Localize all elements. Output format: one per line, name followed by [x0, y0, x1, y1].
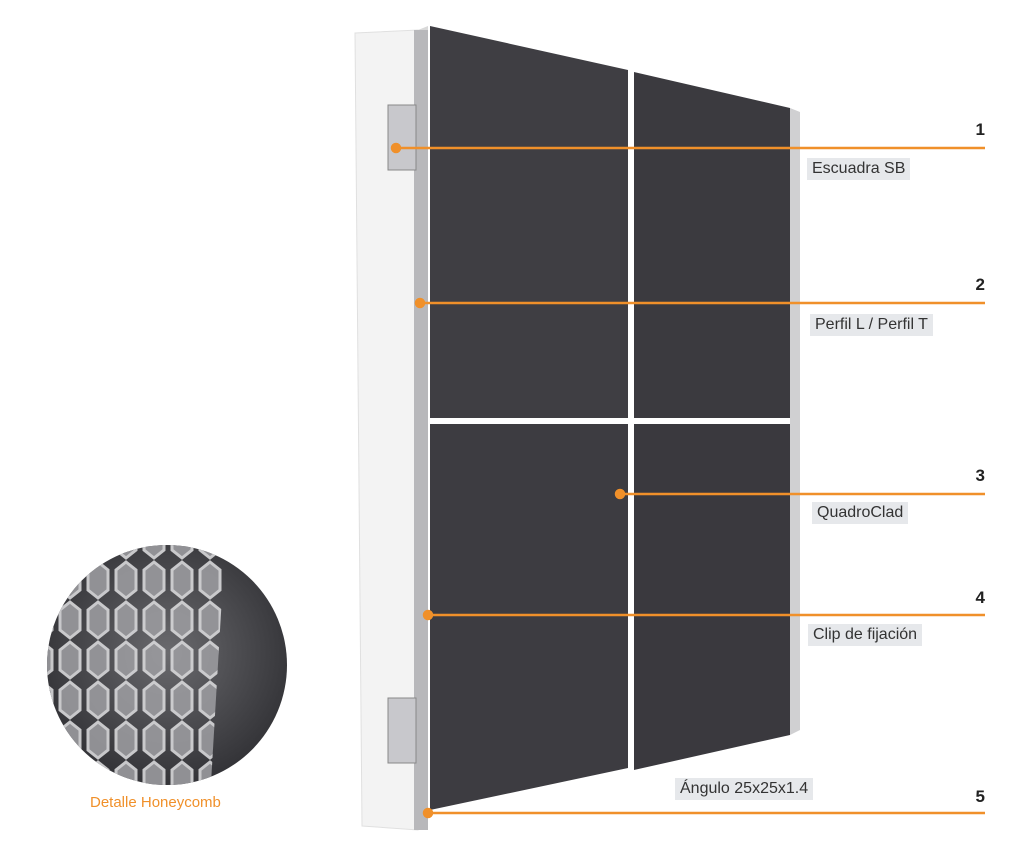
honeycomb-detail-label: Detalle Honeycomb: [90, 794, 221, 811]
panel-bottom-left: [430, 424, 628, 810]
callout-number-4: 4: [975, 588, 985, 607]
bracket-bottom: [387, 697, 417, 764]
callout-label-4: Clip de fijación: [808, 624, 923, 646]
panel-top-right: [634, 72, 790, 418]
callout-label-5: Ángulo 25x25x1.4: [675, 778, 814, 800]
callout-number-2: 2: [975, 275, 985, 294]
callout-label-2: Perfil L / Perfil T: [810, 314, 933, 336]
panel-bottom-right: [634, 424, 790, 770]
callout-number-1: 1: [975, 120, 985, 139]
callout-label-1: Escuadra SB: [807, 158, 911, 180]
vertical-rail: [414, 30, 428, 830]
bracket-top: [387, 104, 417, 171]
panel-top-left: [430, 26, 628, 418]
callout-label-3: QuadroClad: [812, 502, 909, 524]
callout-number-5: 5: [975, 787, 985, 806]
callout-number-3: 3: [975, 466, 985, 485]
